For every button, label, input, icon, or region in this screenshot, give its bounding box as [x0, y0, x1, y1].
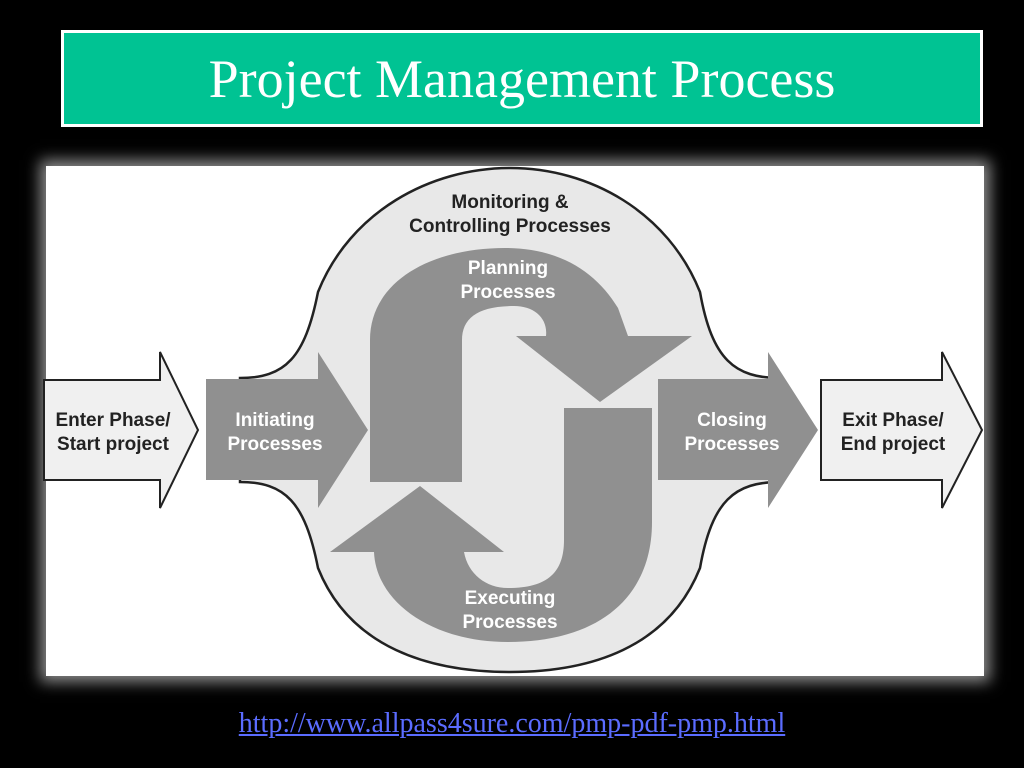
title-banner: Project Management Process	[61, 30, 983, 127]
monitoring-label-line2: Controlling Processes	[409, 216, 611, 237]
page-title: Project Management Process	[208, 48, 836, 109]
closing-label-line2: Processes	[684, 434, 779, 455]
initiating-label-line1: Initiating	[235, 410, 314, 431]
exit-phase-label-line2: End project	[841, 434, 946, 455]
planning-label-line2: Processes	[460, 282, 555, 303]
closing-label-line1: Closing	[697, 410, 767, 431]
enter-phase-arrow	[43, 351, 200, 509]
exit-phase-label-line1: Exit Phase/	[842, 410, 944, 431]
source-url-link[interactable]: http://www.allpass4sure.com/pmp-pdf-pmp.…	[238, 708, 786, 739]
initiating-label-line2: Processes	[227, 434, 322, 455]
planning-arrow	[370, 248, 692, 482]
executing-label-line1: Executing	[465, 588, 556, 609]
executing-arrow	[330, 408, 652, 642]
monitoring-label-line1: Monitoring &	[451, 192, 568, 213]
exit-phase-arrow	[820, 351, 984, 509]
planning-label-line1: Planning	[468, 258, 548, 279]
initiating-arrow	[206, 352, 368, 508]
closing-arrow	[658, 352, 818, 508]
enter-phase-label-line1: Enter Phase/	[55, 410, 171, 431]
enter-phase-label-line2: Start project	[57, 434, 170, 455]
executing-label-line2: Processes	[462, 612, 557, 633]
